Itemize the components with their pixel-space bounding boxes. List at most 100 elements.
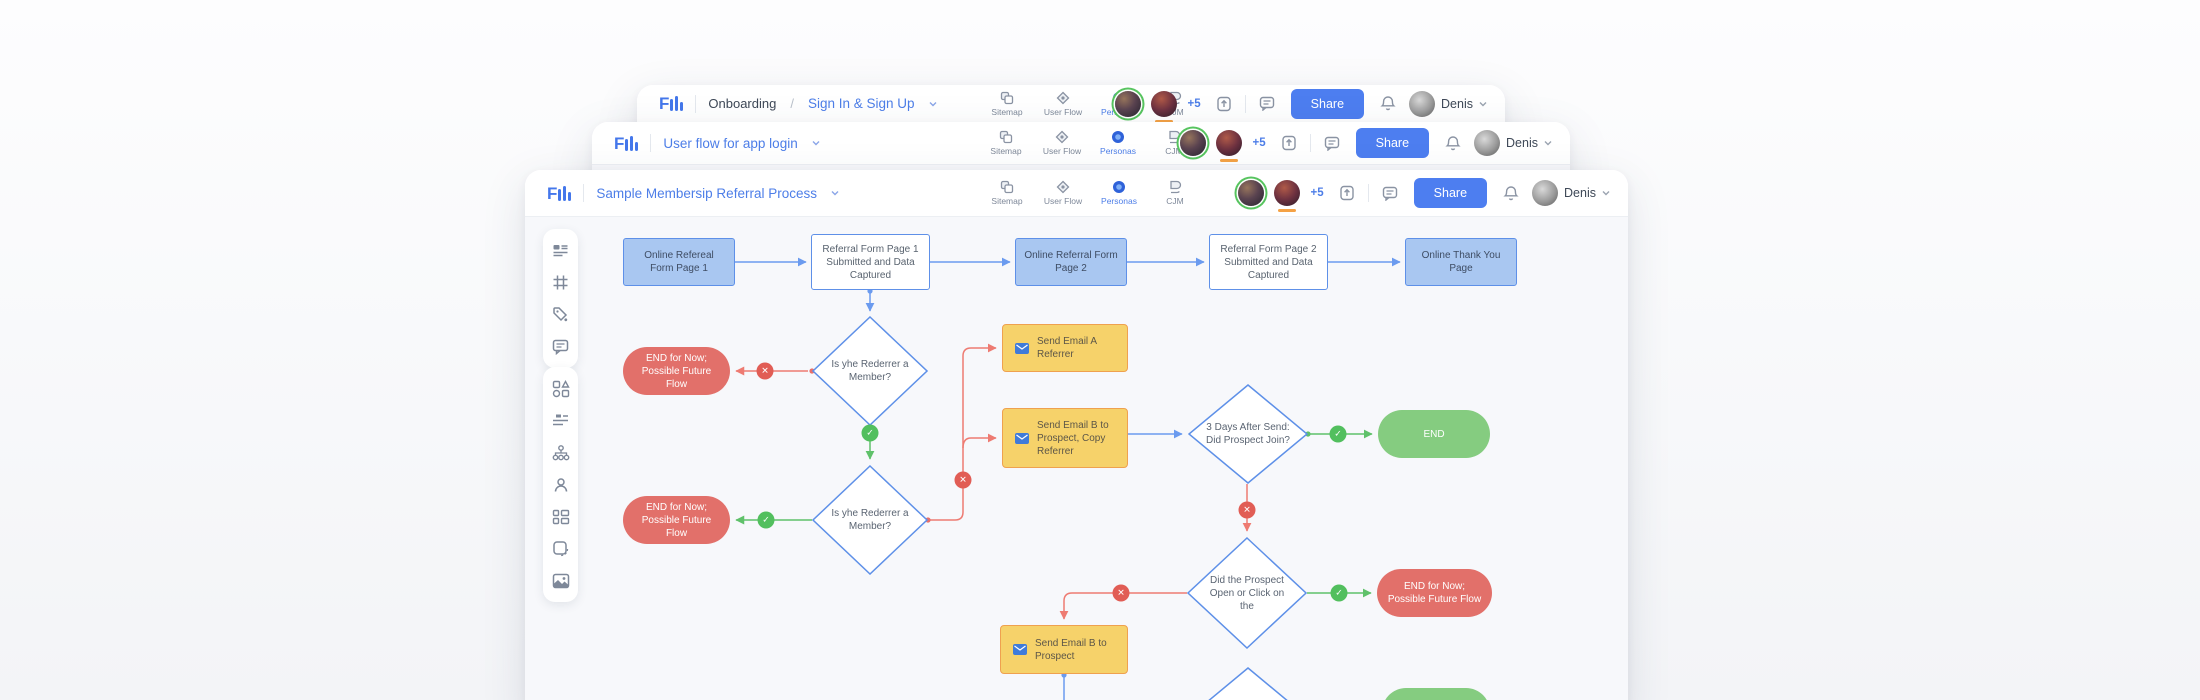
comment-icon — [1259, 96, 1274, 111]
project-title[interactable]: User flow for app login — [663, 135, 798, 151]
flow-tree-icon — [552, 444, 569, 460]
canvas-shapes-panel — [543, 367, 578, 602]
image-button[interactable] — [547, 567, 574, 594]
tab-sitemap[interactable]: Sitemap — [985, 91, 1029, 117]
app-logo[interactable]: F — [659, 95, 684, 112]
share-button[interactable]: Share — [1290, 88, 1365, 119]
flow-node-action[interactable]: Referral Form Page 1 Submitted and Data … — [811, 234, 930, 290]
chevron-down-icon[interactable] — [812, 140, 820, 146]
text-lines-icon — [553, 414, 568, 426]
grid-icon — [553, 275, 568, 290]
user-menu[interactable]: Denis — [1532, 180, 1610, 206]
flow-node-decision[interactable]: Is yhe Rederrer a Member? — [812, 465, 928, 575]
comment-icon — [1382, 186, 1397, 201]
chevron-down-icon[interactable] — [831, 190, 839, 196]
frame-button[interactable] — [547, 535, 574, 562]
condition-no-icon: ✕ — [1238, 501, 1256, 519]
user-menu[interactable]: Denis — [1409, 90, 1487, 117]
chevron-down-icon[interactable] — [929, 101, 937, 107]
share-button[interactable]: Share — [1413, 178, 1488, 208]
components-button[interactable] — [547, 503, 574, 530]
more-collaborators-count[interactable]: +5 — [1187, 97, 1201, 110]
persona-button[interactable] — [547, 471, 574, 498]
bell-icon — [1445, 135, 1461, 150]
comments-button[interactable] — [1320, 131, 1344, 155]
comments-button[interactable] — [1378, 181, 1402, 205]
flow-node-decision[interactable]: 3 Days After — [1188, 667, 1308, 700]
grid-button[interactable] — [547, 269, 574, 296]
flow-node-page[interactable]: Online Thank You Page — [1405, 238, 1517, 286]
collaborator-avatar-1[interactable] — [1179, 130, 1206, 156]
chevron-down-icon — [1479, 101, 1487, 106]
flow-node-end-red[interactable]: END for Now; Possible Future Flow — [623, 496, 730, 544]
notifications-button[interactable] — [1376, 92, 1400, 116]
user-menu[interactable]: Denis — [1474, 130, 1552, 156]
condition-yes-icon: ✓ — [1330, 584, 1348, 602]
export-icon — [1281, 135, 1296, 151]
condition-yes-icon: ✓ — [861, 424, 879, 442]
chevron-down-icon — [1544, 141, 1552, 146]
frame-icon — [552, 540, 568, 556]
user-flow-icon — [1055, 130, 1069, 144]
flow-node-page[interactable]: Online Referral Form Page 2 — [1015, 238, 1127, 286]
flow-node-end-red[interactable]: END for Now; Possible Future Flow — [1377, 569, 1492, 617]
more-collaborators-count[interactable]: +5 — [1252, 137, 1266, 149]
user-avatar — [1409, 90, 1436, 117]
flow-node-decision[interactable]: Did the Prospect Open or Click on the — [1187, 537, 1307, 649]
sitemap-icon — [1000, 91, 1014, 104]
bell-icon — [1380, 96, 1396, 111]
tab-sitemap[interactable]: Sitemap — [984, 130, 1028, 156]
condition-yes-icon: ✓ — [757, 511, 775, 529]
flow-node-action[interactable]: Referral Form Page 2 Submitted and Data … — [1209, 234, 1328, 290]
export-icon — [1216, 96, 1231, 111]
tab-sitemap[interactable]: Sitemap — [985, 180, 1029, 206]
comment-tool-button[interactable] — [547, 333, 574, 360]
flow-node-page[interactable]: Online Refereal Form Page 1 — [623, 238, 735, 286]
app-logo[interactable]: F — [547, 185, 572, 202]
tab-user-flow[interactable]: User Flow — [1041, 91, 1085, 117]
collaborator-avatar-2[interactable] — [1150, 90, 1177, 123]
tab-cjm[interactable]: CJM — [1153, 180, 1197, 206]
notifications-button[interactable] — [1499, 181, 1523, 205]
flow-tree-button[interactable] — [547, 439, 574, 466]
tag-button[interactable] — [547, 301, 574, 328]
project-title[interactable]: Sample Membersip Referral Process — [596, 185, 817, 201]
collaborator-avatar-1[interactable] — [1237, 180, 1264, 206]
text-button[interactable] — [547, 407, 574, 434]
flow-node-end-green[interactable]: END — [1378, 410, 1490, 458]
share-button[interactable]: Share — [1355, 128, 1430, 158]
export-button[interactable] — [1212, 92, 1236, 116]
shapes-button[interactable] — [547, 375, 574, 402]
comment-icon — [552, 339, 569, 355]
more-collaborators-count[interactable]: +5 — [1310, 187, 1324, 199]
tab-cjm[interactable]: CJM — [1152, 130, 1196, 156]
flow-node-decision[interactable]: 3 Days After Send: Did Prospect Join? — [1188, 384, 1308, 484]
collaborator-avatar-1[interactable] — [1114, 90, 1141, 117]
notifications-button[interactable] — [1441, 131, 1465, 155]
flow-node-end-green[interactable] — [1382, 688, 1490, 700]
list-detail-icon — [553, 245, 568, 257]
flow-node-email[interactable]: Send Email A Referrer — [1002, 324, 1128, 372]
collaborator-avatar-2[interactable] — [1215, 130, 1242, 162]
flow-node-end-red[interactable]: END for Now; Possible Future Flow — [623, 347, 730, 395]
flow-node-email[interactable]: Send Email B to Prospect, Copy Referrer — [1002, 408, 1128, 468]
user-avatar — [1474, 130, 1501, 156]
tab-user-flow[interactable]: User Flow — [1041, 180, 1085, 206]
tab-user-flow[interactable]: User Flow — [1040, 130, 1084, 156]
export-icon — [1339, 185, 1354, 201]
layers-list-button[interactable] — [547, 237, 574, 264]
tab-personas[interactable]: Personas — [1097, 180, 1141, 206]
app-logo[interactable]: F — [614, 135, 639, 152]
comments-button[interactable] — [1255, 92, 1279, 116]
collaborator-avatar-2[interactable] — [1273, 180, 1300, 212]
tab-personas[interactable]: Personas — [1096, 130, 1140, 156]
shapes-icon — [552, 379, 570, 397]
export-button[interactable] — [1335, 181, 1359, 205]
breadcrumb-page[interactable]: Sign In & Sign Up — [807, 96, 915, 111]
flow-node-email[interactable]: Send Email B to Prospect — [1000, 625, 1128, 674]
export-button[interactable] — [1277, 131, 1301, 155]
breadcrumb-project[interactable]: Onboarding — [708, 96, 777, 111]
flow-node-decision[interactable]: Is yhe Rederrer a Member? — [812, 316, 928, 426]
personas-icon — [1113, 181, 1125, 193]
